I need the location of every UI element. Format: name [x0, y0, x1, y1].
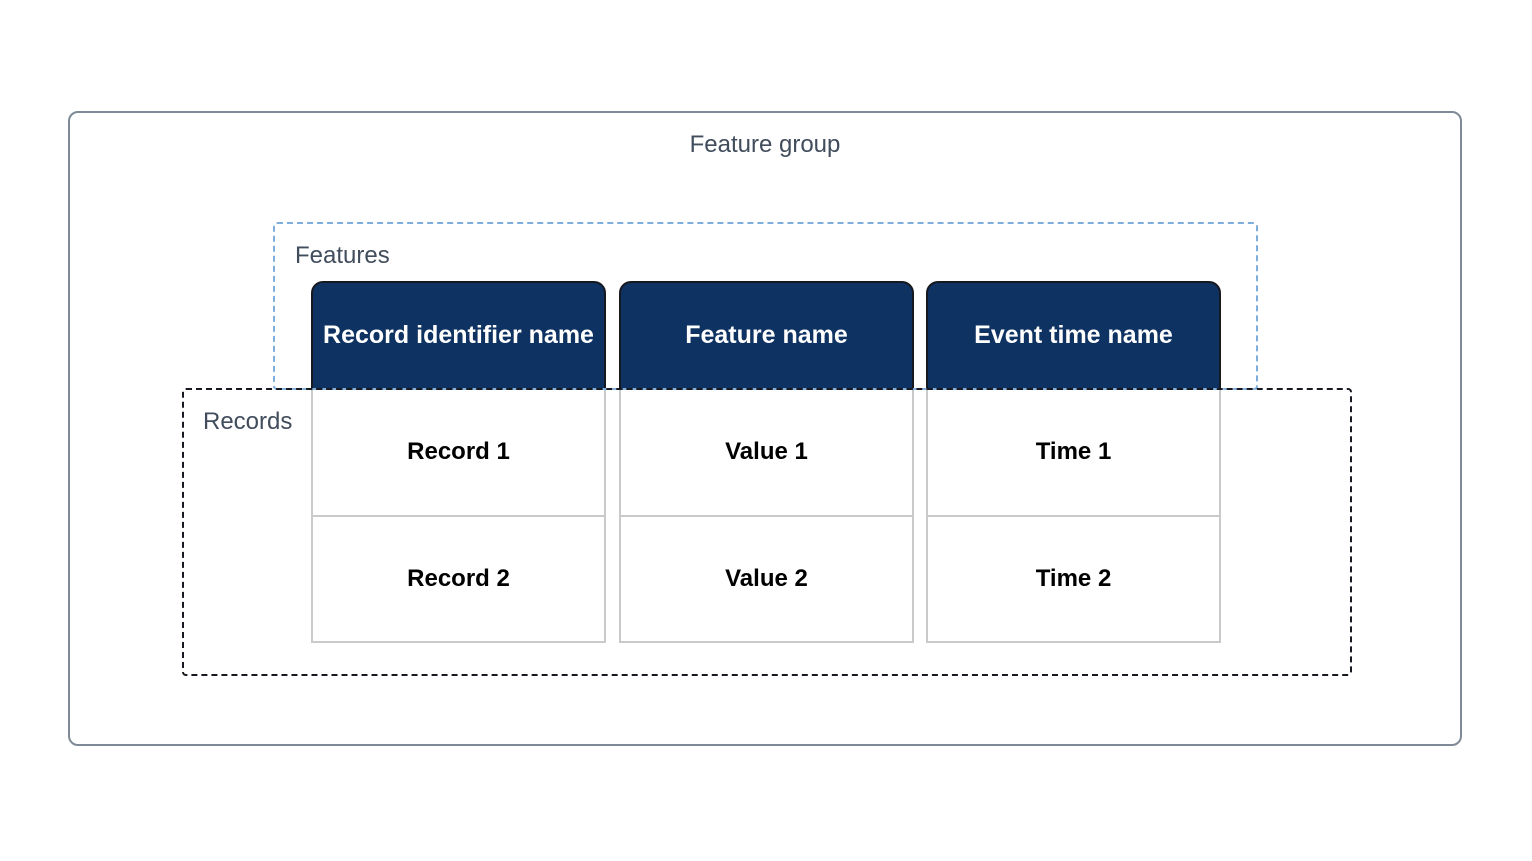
column-body-feature: Value 1 Value 2 [619, 388, 914, 643]
records-group-label: Records [203, 408, 293, 435]
column-header-event-time-name: Event time name [926, 281, 1221, 390]
features-group-label: Features [295, 242, 390, 269]
column-body-event-time: Time 1 Time 2 [926, 388, 1221, 643]
column-body-record-identifier: Record 1 Record 2 [311, 388, 606, 643]
table-cell-time-1: Time 1 [928, 390, 1219, 517]
column-header-feature-name: Feature name [619, 281, 914, 390]
column-header-record-identifier-name: Record identifier name [311, 281, 606, 390]
table-cell-time-2: Time 2 [1035, 564, 1112, 592]
feature-group-title: Feature group [689, 131, 841, 158]
table-cell-value-2: Value 2 [725, 564, 808, 592]
table-cell-record-2: Record 2 [407, 564, 510, 592]
table-cell-record-1: Record 1 [313, 390, 604, 517]
table-cell-value-1: Value 1 [621, 390, 912, 517]
